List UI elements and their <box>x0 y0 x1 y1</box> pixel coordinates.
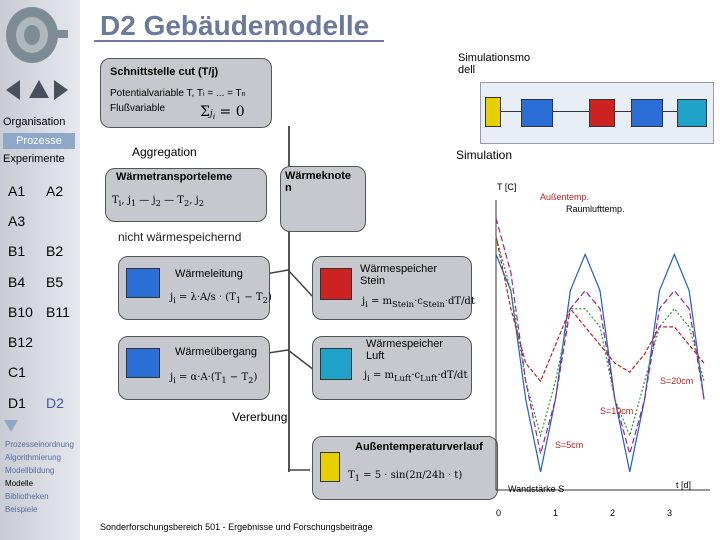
nav-a3[interactable]: A3 <box>8 213 26 229</box>
nav-d2[interactable]: D2 <box>46 395 64 411</box>
outdoor-temp-box <box>312 436 498 500</box>
x-tick-1: 1 <box>553 508 559 518</box>
outdoor-temp-formula: T1 = 5 · sin(2π/24h · t) <box>348 470 463 483</box>
sidebar: Organisation Prozesse Experimente A1 A2 … <box>0 0 80 540</box>
chart-ylabel: T [C] <box>497 182 517 192</box>
x-tick-0: 0 <box>496 508 502 518</box>
transport-formula: Ti, j1 — j2 — T2, j2 <box>112 195 205 208</box>
forward-arrow-icon[interactable] <box>54 80 68 100</box>
conduction-element-icon <box>631 99 663 127</box>
nav-b2[interactable]: B2 <box>46 243 64 259</box>
connector-line <box>288 126 290 186</box>
air-icon <box>677 99 707 127</box>
link-prozesseinordnung[interactable]: Prozesseinordnung <box>5 440 74 449</box>
non-storing-label: nicht wärmespeichernd <box>118 230 242 244</box>
nav-b11[interactable]: B11 <box>46 304 70 320</box>
x-tick-2: 2 <box>610 508 616 518</box>
organisation-link[interactable]: Organisation <box>3 116 66 128</box>
annotation-s20: S=20cm <box>660 376 694 386</box>
outdoor-temp-label: Außentemperaturverlauf <box>355 441 483 453</box>
sum-formula: Σji = 0 <box>200 104 245 121</box>
series-line-1 <box>495 236 705 383</box>
potential-variable-text: Potentialvariable T, Ti = ... = Tn <box>110 88 246 99</box>
title-underline <box>94 40 384 42</box>
thermometer-icon <box>320 452 340 482</box>
nav-d1[interactable]: D1 <box>8 395 26 411</box>
source-icon <box>485 97 501 127</box>
annotation-s5: S=5cm <box>555 440 584 450</box>
nav-b1[interactable]: B1 <box>8 243 26 259</box>
x-tick-3: 3 <box>667 508 673 518</box>
annotation-wall-thickness: Wandstärke S <box>508 484 565 494</box>
stone-storage-formula: ji = mStein·cStein·dT/dt <box>362 296 475 309</box>
air-storage-formula: ji = mLuft·cLuft·dT/dt <box>364 370 468 383</box>
conduction-icon <box>126 268 160 298</box>
aggregation-label: Aggregation <box>132 145 197 159</box>
temperature-chart <box>495 200 710 491</box>
back-arrow-icon[interactable] <box>6 80 20 100</box>
flow-variable-text: Flußvariable <box>110 103 166 114</box>
simulation-label: Simulation <box>456 148 513 162</box>
series-line-3 <box>495 217 705 457</box>
conduction-element-icon <box>521 99 553 127</box>
footer-text: Sonderforschungsbereich 501 - Ergebnisse… <box>100 522 373 532</box>
down-arrow-icon <box>4 420 18 432</box>
heat-transport-box <box>105 168 267 222</box>
link-bibliotheken[interactable]: Bibliotheken <box>5 492 49 501</box>
heat-node-box <box>280 166 366 232</box>
nav-b10[interactable]: B10 <box>8 304 33 320</box>
transfer-icon <box>126 348 160 378</box>
link-beispiele[interactable]: Beispiele <box>5 505 38 514</box>
nav-a2[interactable]: A2 <box>46 183 64 199</box>
brick-icon <box>320 268 352 300</box>
heat-transport-label: Wärmetransporteleme <box>116 171 233 183</box>
up-arrow-icon[interactable] <box>29 80 49 98</box>
nav-b5[interactable]: B5 <box>46 274 64 290</box>
nav-b12[interactable]: B12 <box>8 334 33 350</box>
nav-b4[interactable]: B4 <box>8 274 26 290</box>
conduction-formula: ji = λ·A/s · (T1 − T2) <box>170 292 272 305</box>
interface-label: Schnittstelle cut (T/j) <box>110 66 219 78</box>
simulation-model-panel <box>480 82 714 144</box>
annotation-s10: S=10cm <box>600 406 634 416</box>
transfer-label: Wärmeübergang <box>175 346 257 358</box>
link-modelle[interactable]: Modelle <box>5 479 34 488</box>
air-icon <box>320 348 352 380</box>
logo-icon <box>6 7 68 63</box>
prozesse-link[interactable]: Prozesse <box>3 133 75 149</box>
series-line-0 <box>495 252 705 472</box>
legend-room: Raumlufttemp. <box>566 204 625 214</box>
transfer-formula: ji = α·A·(T1 − T2) <box>170 372 258 385</box>
connector-line <box>288 180 290 472</box>
air-storage-box <box>312 336 472 400</box>
interface-box <box>100 58 272 128</box>
chart-xlabel: t [d] <box>676 480 692 490</box>
legend-outdoor: Außentemp. <box>540 192 590 202</box>
series-line-2 <box>495 236 705 438</box>
link-modellbildung[interactable]: Modellbildung <box>5 466 55 475</box>
experimente-link[interactable]: Experimente <box>3 153 65 165</box>
conduction-label: Wärmeleitung <box>175 268 243 280</box>
nav-c1[interactable]: C1 <box>8 364 26 380</box>
brick-icon <box>589 99 615 127</box>
link-algorithmierung[interactable]: Algorithmierung <box>5 453 62 462</box>
page-title: D2 Gebäudemodelle <box>100 10 370 41</box>
nav-a1[interactable]: A1 <box>8 183 26 199</box>
inheritance-label: Vererbung <box>232 410 288 424</box>
